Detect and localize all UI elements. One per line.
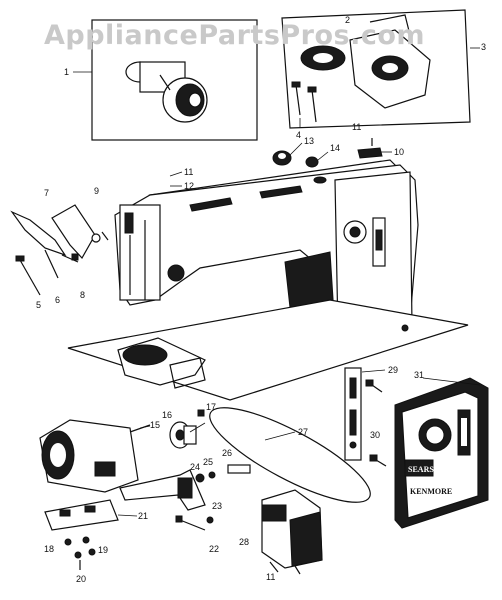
machine-head	[114, 159, 419, 336]
front-plate-part-31: SEARS KENMORE	[394, 377, 489, 529]
screws-part-4	[291, 81, 317, 128]
callout-21: 21	[138, 511, 148, 521]
callout-31: 31	[414, 370, 424, 380]
callout-22: 22	[209, 544, 219, 554]
inset-hook-assembly	[281, 9, 480, 129]
callout-3: 3	[481, 42, 486, 52]
linkage-parts	[10, 204, 109, 296]
callout-16: 16	[162, 410, 172, 420]
plate-model: KENMORE	[410, 487, 452, 496]
callout-13: 13	[304, 136, 314, 146]
callout-11a: 11	[352, 122, 361, 132]
motor-part	[125, 61, 208, 123]
callouts: 1 2 3 4 5 6 7 8 9 10 11 11 12 13 14 15 1…	[36, 15, 486, 584]
callout-11b: 11	[184, 167, 193, 177]
callout-5: 5	[36, 300, 41, 310]
callout-7: 7	[44, 188, 49, 198]
callout-20: 20	[76, 574, 86, 584]
callout-11c: 11	[266, 572, 275, 582]
motor-bracket-part-23	[119, 464, 251, 531]
callout-8: 8	[80, 290, 85, 300]
callout-10: 10	[394, 147, 404, 157]
small-parts-cluster	[272, 138, 383, 168]
side-bracket-part-29	[344, 367, 387, 467]
callout-4: 4	[296, 130, 301, 140]
bracket-part-21	[44, 499, 119, 570]
callout-30: 30	[370, 430, 380, 440]
base-plate	[67, 299, 469, 401]
callout-25: 25	[203, 457, 213, 467]
callout-18: 18	[44, 544, 54, 554]
callout-14: 14	[330, 143, 340, 153]
belt-part-27	[209, 407, 371, 503]
watermark: AppliancePartsPros.com	[44, 20, 425, 51]
callout-19: 19	[98, 545, 108, 555]
inset-motor	[73, 19, 258, 141]
callout-28: 28	[239, 537, 249, 547]
callout-23: 23	[212, 501, 222, 511]
callout-17: 17	[206, 402, 216, 412]
leader-lines	[117, 142, 481, 517]
controller-part-28	[261, 489, 323, 575]
callout-24: 24	[190, 462, 200, 472]
callout-26: 26	[222, 448, 232, 458]
callout-9: 9	[94, 186, 99, 196]
motor-unit-part-15	[39, 419, 151, 493]
plate-brand: SEARS	[408, 465, 434, 474]
callout-15: 15	[150, 420, 160, 430]
callout-29: 29	[388, 365, 398, 375]
callout-6: 6	[55, 295, 60, 305]
callout-27: 27	[298, 427, 308, 437]
pulley-part-16	[169, 409, 205, 449]
callout-12: 12	[184, 181, 194, 191]
callout-2: 2	[345, 15, 350, 25]
callout-1: 1	[64, 67, 69, 77]
